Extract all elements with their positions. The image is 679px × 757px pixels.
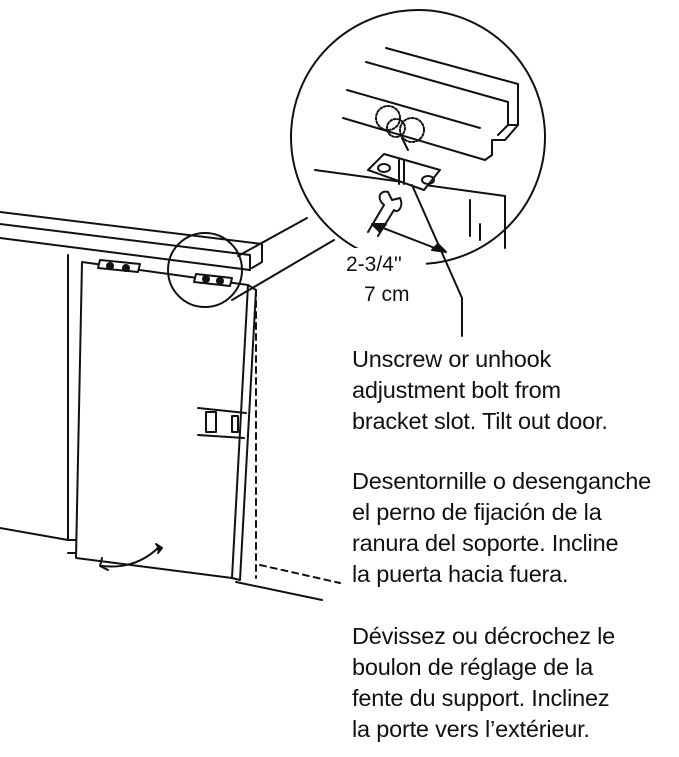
dimension-arrow [371, 223, 447, 253]
door-pull-handle [197, 407, 247, 439]
instruction-line: Unscrew or unhook [352, 346, 552, 372]
dimension-imperial: 2-3/4'' [346, 253, 402, 276]
door-top-bracket-left [97, 259, 141, 273]
dimension-label: 2-3/4'' 7 cm [340, 248, 426, 306]
magnified-bracket-plate [367, 153, 441, 191]
instruction-line: el perno de fijación de la [352, 499, 602, 525]
roller-wheels [375, 105, 425, 151]
instruction-line: fente du support. Inclinez [352, 685, 610, 711]
door-top-bracket-right [193, 273, 233, 287]
tilted-door [75, 259, 257, 581]
instruction-line: la puerta hacia fuera. [352, 561, 569, 587]
tilt-out-arrow-icon [99, 543, 163, 571]
instructions-english: Unscrew or unhook adjustment bolt from b… [352, 344, 608, 437]
instruction-line: adjustment bolt from [352, 377, 561, 403]
floor-guide-lines [235, 289, 341, 601]
callout-leader-line [411, 184, 463, 337]
instructions-spanish: Desentornille o desenganche el perno de … [352, 466, 651, 590]
callout-circle-small [167, 232, 243, 308]
magnified-detail [290, 9, 546, 265]
magnified-track-rail [342, 47, 519, 161]
instructions-french: Dévissez ou décrochez le boulon de régla… [352, 621, 615, 745]
rear-door-panel [0, 254, 79, 554]
dimension-metric: 7 cm [364, 283, 410, 306]
instruction-line: Dévissez ou décrochez le [352, 623, 615, 649]
overhead-track [0, 211, 263, 271]
instruction-line: la porte vers l’extérieur. [352, 716, 590, 742]
instruction-line: boulon de réglage de la [352, 654, 594, 680]
instruction-line: Desentornille o desenganche [352, 468, 652, 494]
instruction-line: ranura del soporte. Incline [352, 530, 619, 556]
instruction-line: bracket slot. Tilt out door. [352, 408, 608, 434]
